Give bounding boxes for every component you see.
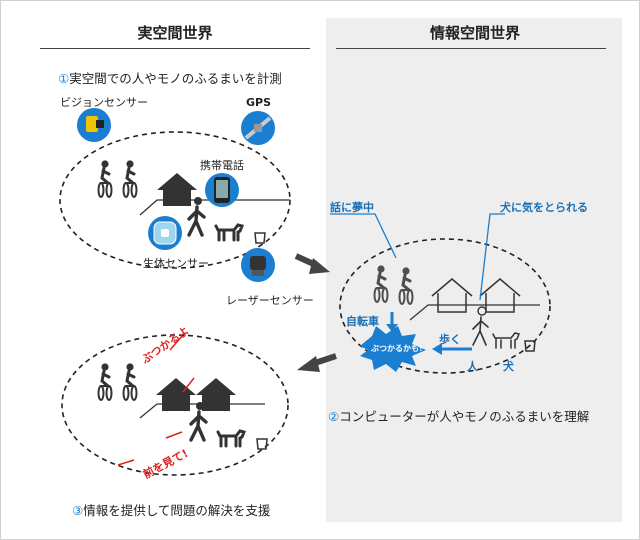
step-3-number: ③ (72, 503, 84, 518)
house-outline-icon (431, 278, 473, 313)
step-2-text: コンピューターが人やモノのふるまいを理解 (339, 409, 590, 424)
pedestrian-outline-icon (472, 306, 489, 346)
bicycle-rider-icon (398, 265, 414, 306)
step-1-caption: ①実空間での人やモノのふるまいを計測 (58, 68, 282, 87)
mobile-phone-label: 携帯電話 (200, 159, 244, 172)
real-world-heading: 実空間世界 (137, 24, 213, 42)
dog-icon (214, 223, 244, 242)
distracted-label: 話に夢中 (330, 201, 374, 214)
gps-icon (241, 111, 275, 145)
real-world-heading-rule (40, 48, 310, 49)
road-line (139, 199, 290, 216)
step-1-number: ① (58, 71, 70, 86)
bicycle-rider-icon (97, 361, 113, 402)
pedestrian-icon (187, 195, 206, 237)
vision-sensor-label: ビジョンセンサー (60, 96, 148, 109)
road-line (139, 403, 265, 419)
bucket-icon (256, 438, 268, 450)
bucket-icon (254, 232, 266, 244)
dog-icon (216, 429, 246, 448)
mobile-phone-icon (205, 173, 239, 207)
walk-label: 歩く (439, 333, 461, 346)
understanding-area-ellipse (339, 238, 551, 374)
bicycle-rider-icon (122, 158, 138, 199)
support-area-ellipse (61, 334, 289, 476)
step-3-text: 情報を提供して問題の解決を支援 (83, 503, 271, 518)
bicycle-rider-icon (373, 263, 389, 304)
vision-sensor-icon (77, 108, 111, 142)
step-2-number: ② (328, 409, 340, 424)
step-1-text: 実空間での人やモノのふるまいを計測 (69, 71, 282, 86)
step-3-caption: ③情報を提供して問題の解決を支援 (72, 500, 270, 519)
collision-burst (360, 326, 426, 372)
warning-stroke (117, 431, 183, 466)
house-outline-icon (479, 278, 521, 313)
bio-sensor-icon (148, 216, 182, 250)
info-space-heading-rule (336, 48, 606, 49)
dog-label: 犬 (503, 360, 514, 373)
bicycle-rider-icon (97, 158, 113, 199)
flow-arrow-to-info (294, 253, 330, 274)
flow-arrow-to-real (297, 353, 337, 372)
dog-alert-label: 犬に気をとられる (500, 201, 588, 214)
bicycle-label: 自転車 (346, 315, 379, 328)
distracted-pointer-line (330, 213, 397, 259)
laser-sensor-label: レーザーセンサー (226, 294, 314, 307)
gps-label: GPS (246, 96, 272, 109)
collision-label: ぶつかるかも! (371, 344, 423, 353)
road-line (409, 304, 540, 321)
dog-outline-icon (492, 332, 520, 349)
info-space-panel (326, 18, 622, 522)
person-label: 人 (467, 360, 478, 373)
step-2-caption: ②コンピューターが人やモノのふるまいを理解 (328, 406, 589, 425)
warning-stroke (169, 335, 195, 393)
bicycle-rider-icon (122, 361, 138, 402)
info-space-heading: 情報空間世界 (429, 24, 520, 42)
dog-alert-pointer-line (479, 213, 505, 301)
bio-sensor-label: 生体センサー (143, 257, 209, 270)
house-icon (157, 173, 197, 206)
laser-sensor-icon (241, 248, 275, 282)
